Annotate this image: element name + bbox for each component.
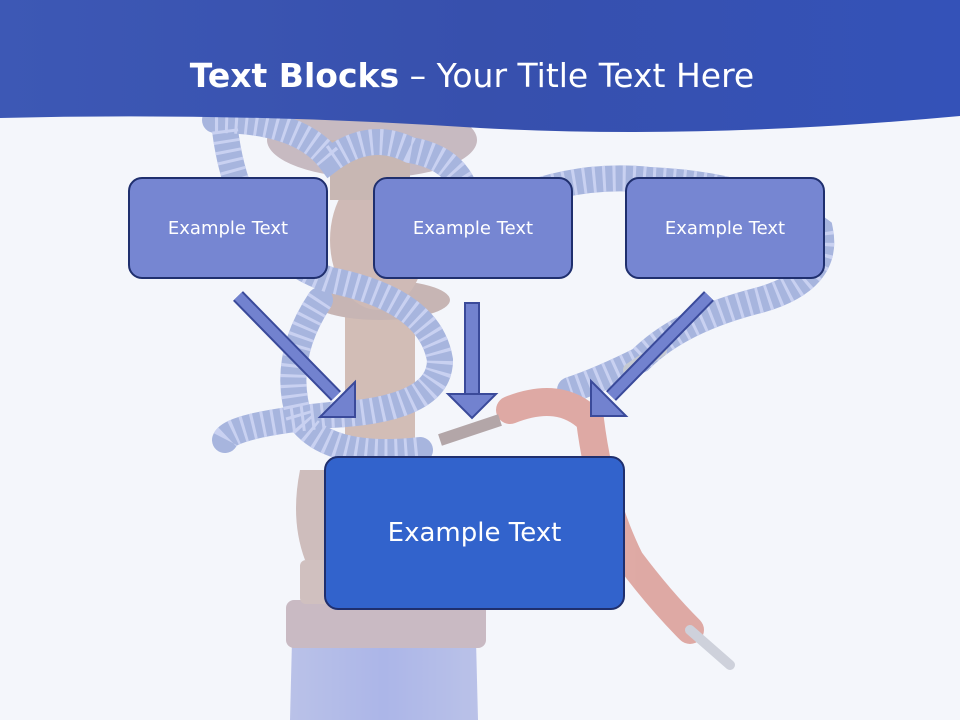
text-block-main[interactable]: Example Text (324, 456, 625, 610)
title-rest: Your Title Text Here (436, 56, 755, 95)
title-strong: Text Blocks (189, 56, 400, 95)
arrow-left-to-main (233, 291, 356, 418)
header-band (0, 0, 960, 132)
text-block-right[interactable]: Example Text (625, 177, 825, 279)
text-block-center[interactable]: Example Text (373, 177, 573, 279)
slide-title: Text Blocks – Your Title Text Here (0, 56, 944, 96)
arrow-right-to-main (590, 291, 714, 417)
title-dash: – (399, 56, 437, 95)
text-block-left[interactable]: Example Text (128, 177, 328, 279)
arrow-center-to-main (445, 302, 499, 420)
